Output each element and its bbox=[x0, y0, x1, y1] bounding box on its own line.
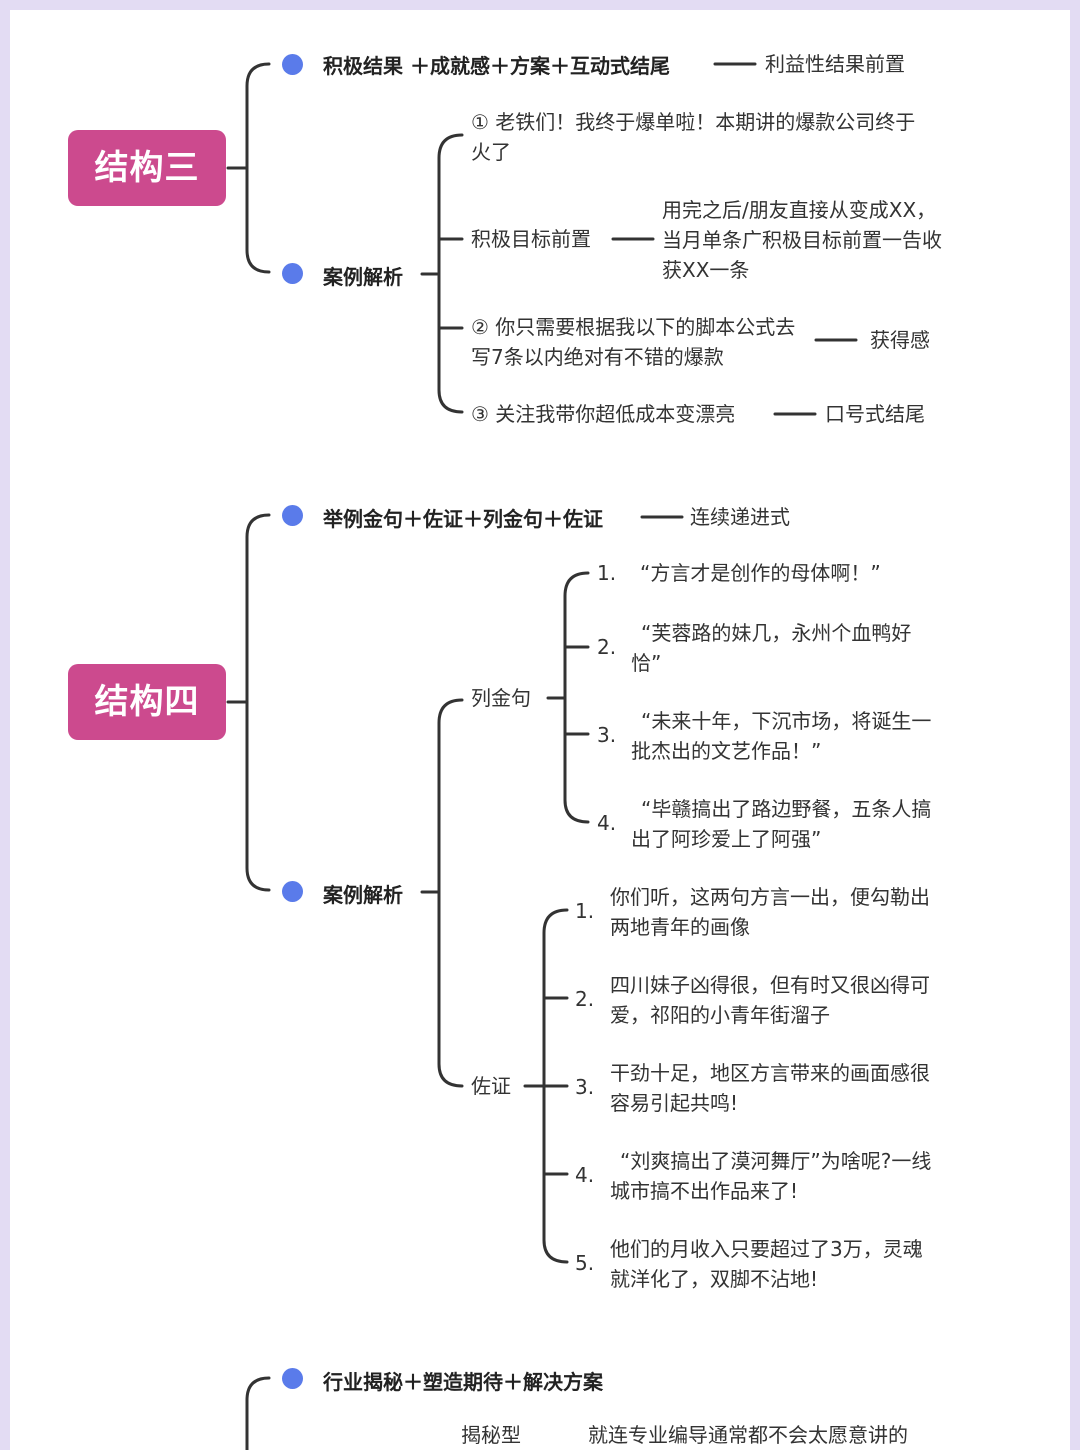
goal-text: 用完之后/朋友直接从变成XX，当月单条广积极目标前置一告收获XX一条 bbox=[662, 198, 942, 282]
case-item-2: ② 你只需要根据我以下的脚本公式去写7条以内绝对有不错的爆款 bbox=[471, 315, 796, 369]
partial-label: 揭秘型 bbox=[461, 1423, 521, 1447]
evidence-label: 佐证 bbox=[471, 1074, 511, 1098]
bullet-dot-icon bbox=[282, 1368, 303, 1389]
evidence-number: 3. bbox=[575, 1075, 595, 1099]
mindmap-page: 结构三 积极结果 ＋成就感＋方案＋互动式结尾 利益性结果前置 案例解析 ① 老铁… bbox=[10, 10, 1070, 1450]
evidence-number: 4. bbox=[575, 1163, 595, 1187]
bullet-dot-icon bbox=[282, 505, 303, 526]
evidence-text: “刘爽搞出了漠河舞厅”为啥呢?一线城市搞不出作品来了! bbox=[610, 1149, 932, 1203]
evidence-number: 1. bbox=[575, 899, 595, 923]
quote-number: 4. bbox=[597, 811, 617, 835]
evidence-text: 他们的月收入只要超过了3万，灵魂就洋化了，双脚不沾地! bbox=[610, 1237, 923, 1291]
bullet-dot-icon bbox=[282, 263, 303, 284]
case-item-3: ③ 关注我带你超低成本变漂亮 bbox=[471, 402, 736, 426]
quote-text: “毕赣搞出了路边野餐，五条人搞出了阿珍爱上了阿强” bbox=[631, 797, 932, 851]
root-node-structure-3: 结构三 bbox=[68, 130, 226, 206]
quote-number: 2. bbox=[597, 635, 617, 659]
quote-text: “方言才是创作的母体啊！” bbox=[640, 561, 881, 585]
bullet-dot-icon bbox=[282, 54, 303, 75]
quote-text: “未来十年，下沉市场，将诞生一批杰出的文艺作品！” bbox=[631, 709, 932, 763]
evidence-number: 2. bbox=[575, 987, 595, 1011]
evidence-text: 干劲十足，地区方言带来的画面感很容易引起共鸣! bbox=[610, 1061, 930, 1115]
formula-text: 行业揭秘＋塑造期待＋解决方案 bbox=[323, 1370, 603, 1394]
root-node-structure-4: 结构四 bbox=[68, 664, 226, 740]
connector-lines bbox=[226, 62, 858, 1450]
evidence-text: 四川妹子凶得很，但有时又很凶得可爱，祁阳的小青年街溜子 bbox=[610, 973, 930, 1027]
quotes-label: 列金句 bbox=[471, 686, 531, 710]
formula-text: 积极结果 ＋成就感＋方案＋互动式结尾 bbox=[323, 54, 670, 78]
formula-text: 举例金句＋佐证＋列金句＋佐证 bbox=[323, 507, 603, 531]
evidence-text: 你们听，这两句方言一出，便勾勒出两地青年的画像 bbox=[610, 885, 930, 939]
evidence-number: 5. bbox=[575, 1251, 595, 1275]
formula-note: 连续递进式 bbox=[690, 505, 790, 529]
quote-text: “芙蓉路的妹几，永州个血鸭好恰” bbox=[631, 621, 912, 675]
case-analysis-label: 案例解析 bbox=[323, 883, 403, 907]
bullet-dot-icon bbox=[282, 881, 303, 902]
case-item-3-note: 口号式结尾 bbox=[825, 402, 925, 426]
partial-text: 就连专业编导通常都不会太愿意讲的 bbox=[588, 1423, 908, 1447]
case-analysis-label: 案例解析 bbox=[323, 265, 403, 289]
case-item-1: ① 老铁们！我终于爆单啦！本期讲的爆款公司终于火了 bbox=[471, 110, 916, 164]
case-item-2-note: 获得感 bbox=[870, 328, 930, 352]
quote-number: 3. bbox=[597, 723, 617, 747]
goal-label: 积极目标前置 bbox=[471, 227, 591, 251]
quote-number: 1. bbox=[597, 561, 617, 585]
formula-note: 利益性结果前置 bbox=[765, 52, 905, 76]
